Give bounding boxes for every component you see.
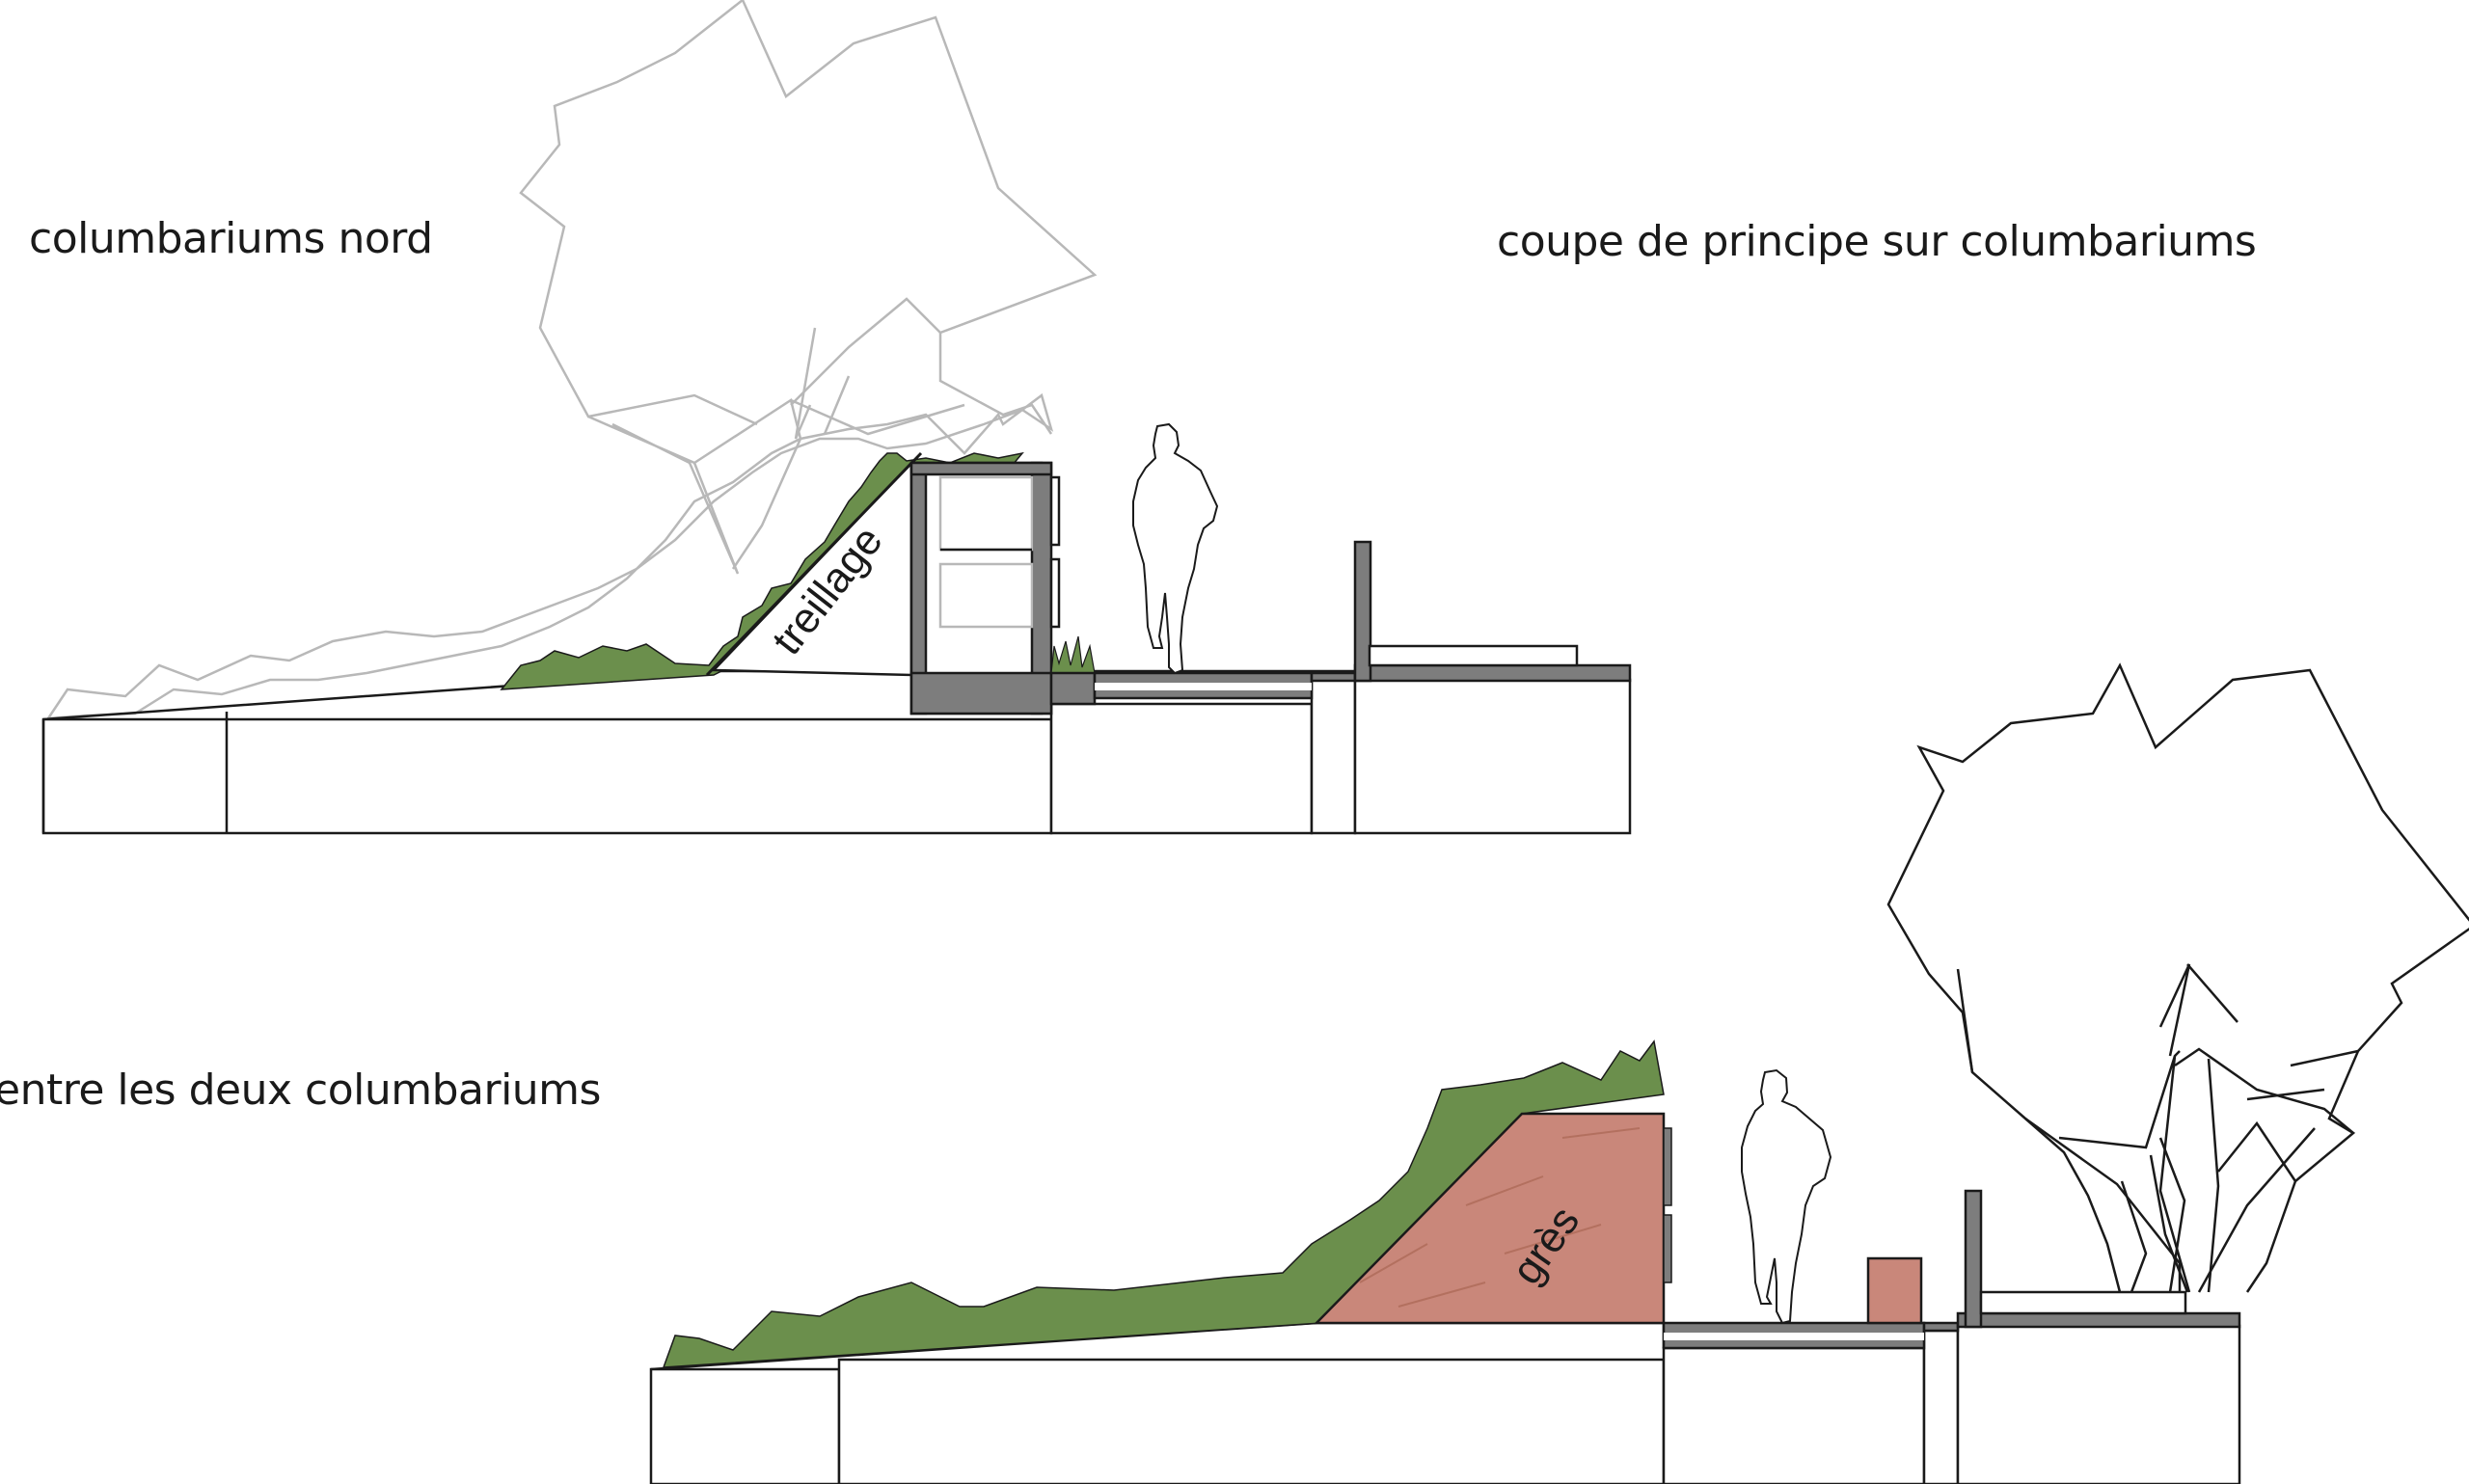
person-north — [1132, 422, 1219, 675]
columbarium-north — [909, 461, 1061, 715]
section-between: grès — [649, 662, 2469, 1484]
trellis: treillage — [705, 451, 923, 677]
tree-between — [1886, 662, 2469, 1293]
sandstone-block: grès — [1314, 1112, 1666, 1325]
title-entre-les-deux: entre les deux columbariums — [0, 1066, 601, 1115]
person-between — [1741, 1068, 1832, 1325]
section-north: treillage — [41, 0, 1632, 835]
background-tree-north — [45, 0, 1098, 720]
wall-panels-between — [1663, 1127, 1672, 1283]
title-columbariums-nord: columbariums nord — [29, 214, 433, 263]
vegetation-north — [500, 451, 1024, 690]
vegetation-between — [662, 1039, 1665, 1368]
grass-tuft-north — [1050, 635, 1096, 674]
title-coupe-de-principe: coupe de principe sur columbariums — [1497, 217, 2257, 266]
ground-north — [41, 669, 1632, 835]
ground-between — [649, 1321, 2241, 1484]
paving-between — [1662, 1189, 2241, 1350]
paving-north — [1049, 540, 1632, 706]
